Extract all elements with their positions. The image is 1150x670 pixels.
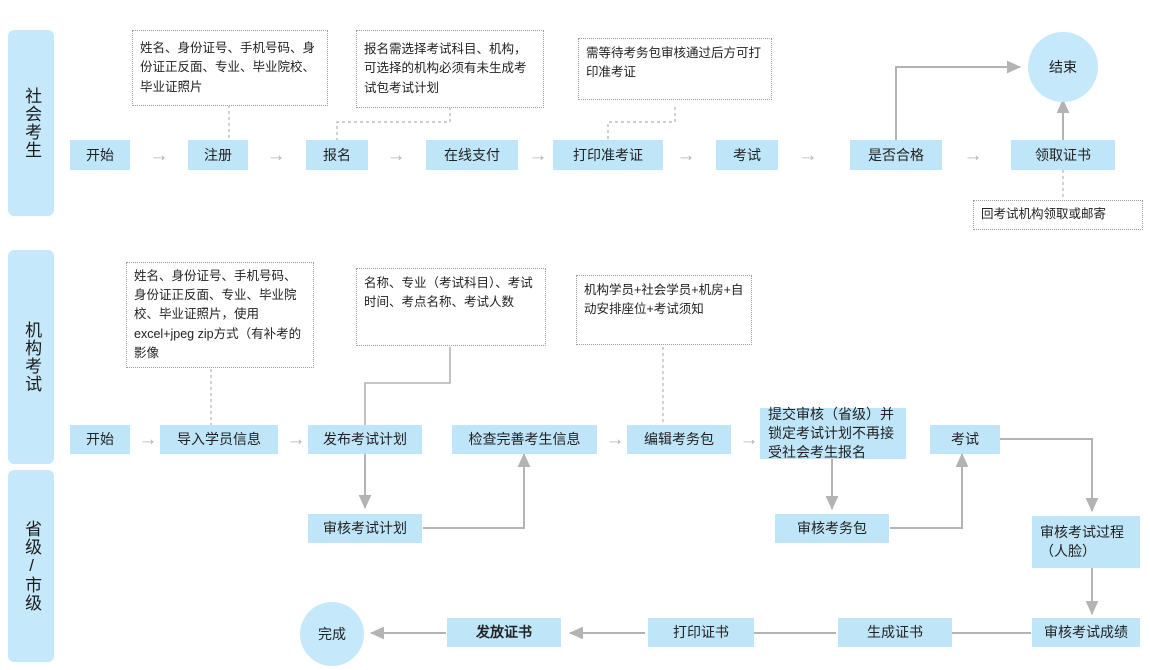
- node-inst-publish-plan[interactable]: 发布考试计划: [308, 425, 422, 454]
- note-pack-fields: 机构学员+社会学员+机房+自动安排座位+考试须知: [576, 275, 752, 345]
- note-pack-fields-text: 机构学员+社会学员+机房+自动安排座位+考试须知: [584, 283, 744, 317]
- note-certificate-pickup-text: 回考试机构领取或邮寄: [981, 207, 1107, 222]
- arrow-social-4: →: [528, 144, 548, 166]
- node-prov-generate-cert[interactable]: 生成证书: [838, 618, 952, 647]
- arrow-social-2: →: [266, 144, 286, 166]
- note-plan-fields-text: 名称、专业（考试科目）、考试时间、考点名称、考试人数: [364, 276, 533, 310]
- note-print-rules: 需等待考务包审核通过后方可打印准考证: [578, 38, 772, 100]
- note-signup-rules-text: 报名需选择考试科目、机构，可选择的机构必须有未生成考试包考试计划: [364, 41, 527, 95]
- note-import-fields-text: 姓名、身份证号、手机号码、身份证正反面、专业、毕业院校、毕业证照片，使用exce…: [134, 268, 302, 361]
- node-inst-check-candidates[interactable]: 检查完善考生信息: [452, 425, 597, 454]
- node-social-is-qualified[interactable]: 是否合格: [850, 140, 942, 170]
- node-social-print-admission[interactable]: 打印准考证: [553, 140, 663, 170]
- node-inst-start[interactable]: 开始: [70, 425, 130, 454]
- node-social-get-certificate[interactable]: 领取证书: [1011, 140, 1115, 170]
- arrow-social-5: →: [676, 144, 696, 166]
- leader-signup-note: [336, 107, 451, 140]
- node-social-exam[interactable]: 考试: [716, 140, 778, 170]
- arrow-inst-1: →: [138, 429, 158, 450]
- note-certificate-pickup: 回考试机构领取或邮寄: [973, 200, 1143, 230]
- note-register-fields-text: 姓名、身份证号、手机号码、身份证正反面、专业、毕业院校、毕业证照片: [140, 40, 316, 94]
- node-inst-edit-exam-pack[interactable]: 编辑考务包: [627, 425, 731, 454]
- leader-print-note: [607, 107, 676, 140]
- node-inst-submit-review[interactable]: 提交审核（省级）并锁定考试计划不再接受社会考生报名: [760, 406, 906, 460]
- note-plan-fields: 名称、专业（考试科目）、考试时间、考点名称、考试人数: [356, 268, 546, 346]
- arrow-social-3: →: [386, 144, 406, 166]
- lane-label-institution-exam: 机构考试: [8, 250, 54, 464]
- wire-reviewplan-to-check: [423, 453, 531, 529]
- node-prov-print-cert[interactable]: 打印证书: [648, 618, 754, 647]
- arrow-social-7: →: [963, 144, 983, 166]
- node-social-start[interactable]: 开始: [70, 140, 130, 170]
- node-inst-exam[interactable]: 考试: [930, 425, 1000, 454]
- node-prov-review-score[interactable]: 审核考试成绩: [1032, 618, 1140, 647]
- lane-label-province-city: 省级/市级: [8, 470, 54, 662]
- arrow-social-6: →: [798, 144, 818, 166]
- node-prov-review-process[interactable]: 审核考试过程（人脸）: [1032, 516, 1140, 568]
- wire-reviewpack-to-exam: [890, 453, 969, 529]
- note-print-rules-text: 需等待考务包审核通过后方可打印准考证: [586, 46, 762, 80]
- note-signup-rules: 报名需选择考试科目、机构，可选择的机构必须有未生成考试包考试计划: [356, 30, 544, 108]
- node-prov-finish-circle[interactable]: 完成: [300, 602, 364, 666]
- node-social-register[interactable]: 注册: [188, 140, 248, 170]
- leader-plan-note: [364, 347, 451, 425]
- note-import-fields: 姓名、身份证号、手机号码、身份证正反面、专业、毕业院校、毕业证照片，使用exce…: [126, 262, 314, 368]
- node-prov-issue-cert[interactable]: 发放证书: [447, 618, 561, 647]
- note-register-fields: 姓名、身份证号、手机号码、身份证正反面、专业、毕业院校、毕业证照片: [132, 30, 328, 106]
- node-prov-review-pack[interactable]: 审核考务包: [775, 514, 889, 543]
- node-social-signup[interactable]: 报名: [306, 140, 368, 170]
- node-prov-review-plan[interactable]: 审核考试计划: [308, 514, 422, 543]
- arrow-inst-3: →: [605, 429, 625, 450]
- wire-exam-to-reviewprocess: [1000, 438, 1099, 512]
- lane-label-social-candidate: 社会考生: [8, 30, 54, 216]
- arrow-inst-4: →: [739, 429, 759, 450]
- node-social-online-pay[interactable]: 在线支付: [426, 140, 518, 170]
- arrow-inst-2: →: [286, 429, 306, 450]
- node-social-end-circle[interactable]: 结束: [1028, 32, 1098, 102]
- node-inst-import-students[interactable]: 导入学员信息: [160, 425, 278, 454]
- wire-qualified-to-end: [895, 60, 1021, 140]
- arrow-social-1: →: [149, 144, 169, 166]
